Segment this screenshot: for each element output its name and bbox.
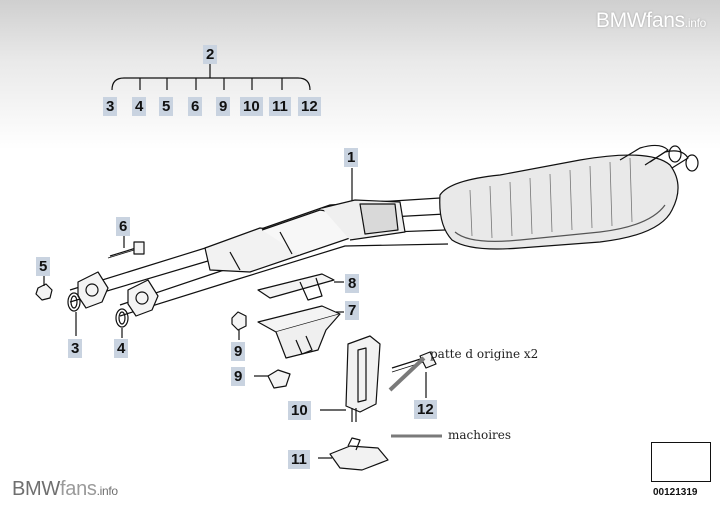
watermark-bottom: BMWfans.info (12, 478, 118, 501)
callout-9a: 9 (231, 342, 246, 361)
callout-row-5: 5 (159, 97, 174, 116)
reference-icon-box (651, 442, 711, 482)
callout-row-12: 12 (298, 97, 321, 116)
watermark-suffix-bottom: .info (96, 484, 118, 498)
callout-row-6: 6 (188, 97, 203, 116)
callout-1: 1 (344, 148, 359, 167)
note-patte: patte d origine x2 (430, 347, 539, 361)
watermark-suffix: .info (684, 16, 706, 30)
callout-12: 12 (414, 400, 437, 419)
callout-7: 7 (345, 301, 360, 320)
callout-10: 10 (288, 401, 311, 420)
callout-6: 6 (116, 217, 131, 236)
callout-row-3: 3 (103, 97, 118, 116)
watermark-brand: BMWfans (595, 9, 685, 32)
callout-row-4: 4 (132, 97, 147, 116)
watermark-top: BMWfans.info (596, 9, 706, 33)
callout-5: 5 (36, 257, 51, 276)
watermark-brand-dark: BMW (12, 478, 60, 500)
callout-row-10: 10 (240, 97, 263, 116)
note-machoires: machoires (448, 428, 512, 442)
callout-11: 11 (288, 450, 310, 469)
watermark-brand-light: fans (59, 478, 97, 500)
callout-2: 2 (203, 45, 218, 64)
reference-number: 00121319 (653, 487, 698, 498)
callout-row-9: 9 (216, 97, 231, 116)
callout-9b: 9 (231, 367, 246, 386)
callout-row-11: 11 (269, 97, 291, 116)
callout-4: 4 (114, 339, 129, 358)
callout-8: 8 (345, 274, 360, 293)
callout-3: 3 (68, 339, 83, 358)
